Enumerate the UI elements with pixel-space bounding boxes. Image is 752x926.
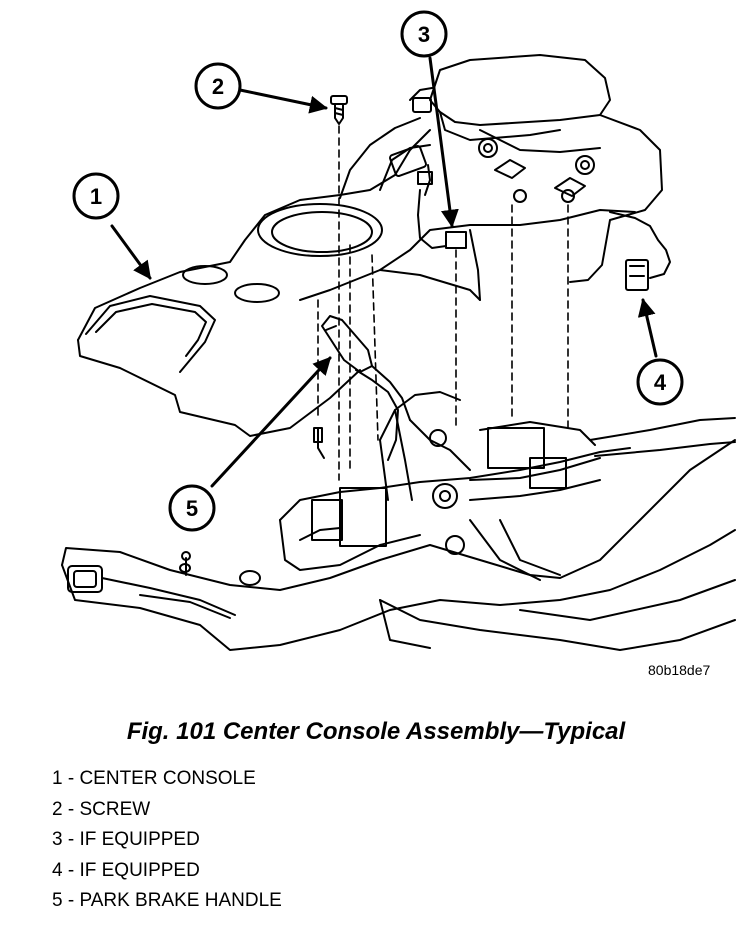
callout-1-arrow — [110, 224, 152, 280]
callout-4: 4 — [636, 358, 684, 406]
console-exploded-illustration: 1 2 3 4 5 — [61, 10, 736, 651]
callout-5: 5 — [168, 484, 216, 532]
center-console-shell — [77, 54, 663, 437]
callout-5-number: 5 — [186, 496, 198, 521]
legend-item: 2 - SCREW — [52, 798, 151, 820]
callout-1-number: 1 — [90, 184, 102, 209]
callout-4-arrow — [637, 298, 658, 358]
callout-1: 1 — [72, 172, 120, 220]
switch-connector-3 — [417, 164, 467, 249]
callout-2-number: 2 — [212, 74, 224, 99]
callout-4-number: 4 — [654, 370, 667, 395]
screw-2 — [330, 95, 348, 125]
legend-item: 1 - CENTER CONSOLE — [52, 768, 256, 789]
callout-2: 2 — [194, 62, 242, 110]
alignment-lines — [317, 125, 569, 481]
legend-item: 5 - PARK BRAKE HANDLE — [52, 890, 282, 911]
figure-caption: Fig. 101 Center Console Assembly—Typical — [126, 718, 626, 745]
callout-5-arrow — [210, 356, 332, 488]
floor-pan-base — [61, 439, 736, 651]
park-brake-mechanism — [181, 391, 736, 581]
legend-item: 3 - IF EQUIPPED — [52, 829, 200, 850]
callout-arrows — [110, 56, 658, 488]
legend-list: 1 - CENTER CONSOLE 2 - SCREW 3 - IF EQUI… — [52, 764, 282, 917]
callout-3-arrow — [428, 56, 459, 228]
callout-2-arrow — [238, 88, 328, 114]
callout-3: 3 — [400, 10, 448, 58]
legend-item: 4 - IF EQUIPPED — [52, 859, 200, 881]
figure-code: 80b18de7 — [648, 662, 711, 678]
wire-harness-connector-4 — [609, 211, 671, 291]
park-brake-handle — [321, 315, 411, 461]
callout-3-number: 3 — [418, 22, 430, 47]
